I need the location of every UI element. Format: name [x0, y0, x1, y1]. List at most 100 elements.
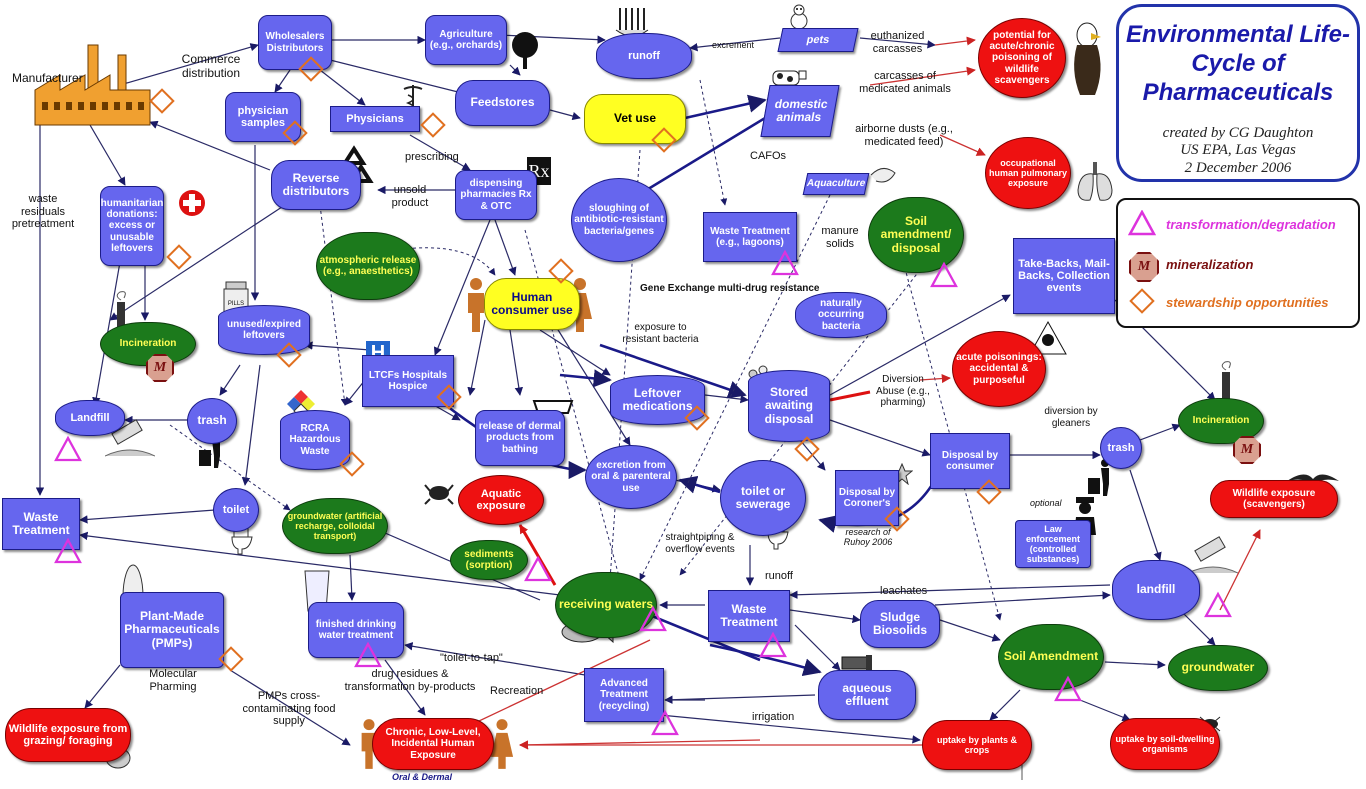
- node-plant-made: Plant-Made Pharmaceuticals (PMPs): [120, 592, 224, 668]
- tree-icon: [512, 32, 538, 69]
- label-prescribing: prescribing: [405, 151, 459, 163]
- label-pmps-cross: PMPs cross-contaminating food supply: [242, 690, 336, 728]
- smokestack-icon: [116, 291, 126, 330]
- node-wildlife-grazing: Wildlife exposure from grazing/ foraging: [5, 708, 131, 762]
- node-runoff-cloud: runoff: [596, 33, 692, 79]
- node-uptake-plants: uptake by plants & crops: [922, 720, 1032, 770]
- node-take-backs: Take-Backs, Mail-Backs, Collection event…: [1013, 238, 1115, 314]
- node-occupational: occupational human pulmonary exposure: [985, 137, 1071, 209]
- skull-icon: [1029, 320, 1067, 355]
- label-excrement: excrement: [712, 40, 755, 50]
- node-landfill-left: Landfill: [55, 400, 125, 436]
- node-release-dermal: release of dermal products from bathing: [475, 410, 565, 466]
- node-dispensing: dispensing pharmacies Rx & OTC: [455, 170, 537, 220]
- label-molecular-pharming: Molecular Pharming: [149, 668, 197, 693]
- node-groundwater-right: groundwater: [1168, 645, 1268, 691]
- node-wildlife-scavengers: Wildlife exposure (scavengers): [1210, 480, 1338, 518]
- node-acute-poisonings: acute poisonings: accidental & purposefu…: [952, 331, 1046, 407]
- label-leachates: leachates: [880, 585, 928, 597]
- label-irrigation: irrigation: [752, 711, 795, 723]
- node-feedstores: Feedstores: [455, 80, 550, 126]
- pipe-icon: [841, 655, 872, 671]
- node-physician-samples: physician samples: [225, 92, 301, 142]
- node-excretion: excretion from oral & parenteral use: [585, 445, 677, 509]
- label-optional: optional: [1030, 498, 1062, 508]
- credit-block: created by CG Daughton US EPA, Las Vegas…: [1119, 125, 1357, 177]
- legend-panel: transformation/degradation M mineralizat…: [1116, 198, 1360, 328]
- dump-pipe-icon: [105, 419, 155, 457]
- legend-mineralization: mineralization: [1166, 257, 1254, 272]
- label-euthanized: euthanized carcasses: [870, 30, 925, 55]
- node-aquatic-exposure: Aquatic exposure: [458, 475, 544, 525]
- node-law-enforcement: Law enforcement (controlled substances): [1015, 520, 1091, 568]
- label-manure: manure solids: [821, 225, 859, 250]
- node-naturally-bacteria: naturally occurring bacteria: [795, 292, 887, 338]
- node-unused-expired: unused/expired leftovers: [218, 305, 310, 355]
- label-manufacturer: Manufacturer: [12, 71, 83, 85]
- eagle-icon: [1074, 22, 1101, 95]
- node-agriculture: Agriculture (e.g., orchards): [425, 15, 507, 65]
- node-soil-amendment-disposal: Soil amendment/ disposal: [868, 197, 964, 273]
- node-reverse-distributors: Reverse distributors: [271, 160, 361, 210]
- node-sloughing: sloughing of antibiotic-resistant bacter…: [571, 178, 667, 262]
- mineralization-marker: M: [146, 354, 174, 382]
- node-sludge: Sludge Biosolids: [860, 600, 940, 648]
- node-advanced-treatment: Advanced Treatment (recycling): [584, 668, 664, 722]
- node-physicians: Physicians: [330, 106, 420, 132]
- node-finished-water: finished drinking water treatment: [308, 602, 404, 658]
- node-chronic-exposure: Chronic, Low-Level, Incidental Human Exp…: [372, 718, 494, 770]
- node-stored-awaiting: Stored awaiting disposal: [748, 370, 830, 442]
- node-trash-left: trash: [187, 398, 237, 444]
- smokestack-right-icon: [1221, 361, 1231, 402]
- legend-transformation: transformation/degradation: [1166, 217, 1336, 232]
- label-gene-exchange: Gene Exchange multi-drug resistance: [640, 283, 820, 294]
- label-airborne: airborne dusts (e.g., medicated feed): [855, 123, 953, 148]
- legend-triangle-icon: [1128, 210, 1156, 236]
- node-groundwater-left: groundwater (artificial recharge, colloi…: [282, 498, 388, 554]
- label-oral-dermal: Oral & Dermal: [392, 772, 453, 782]
- legend-mineral-icon: M: [1129, 252, 1159, 282]
- node-disposal-consumer: Disposal by consumer: [930, 433, 1010, 489]
- bird-icon: [1287, 474, 1339, 485]
- node-waste-treatment-lagoons: Waste Treatment (e.g., lagoons): [703, 212, 797, 262]
- label-recreation: Recreation: [490, 685, 544, 697]
- label-diversion-gleaners: diversion by gleaners: [1044, 406, 1098, 429]
- node-leftover-meds: Leftover medications: [610, 375, 705, 425]
- node-landfill-right: landfill: [1112, 560, 1200, 620]
- node-atmospheric: atmospheric release (e.g., anaesthetics): [316, 232, 420, 300]
- credit-line1: created by CG Daughton: [1162, 125, 1314, 141]
- node-aqueous-effluent: aqueous effluent: [818, 670, 916, 720]
- person-man-icon: [468, 278, 484, 332]
- node-humanitarian: humanitarian donations: excess or unusab…: [100, 186, 164, 266]
- lungs-icon: [1077, 162, 1113, 201]
- credit-line2: US EPA, Las Vegas: [1180, 142, 1296, 159]
- pills-label: PILLS: [228, 301, 244, 307]
- node-disposal-coroner: Disposal by Coroner's: [835, 470, 899, 526]
- label-exposure-resistant: exposure to resistant bacteria: [622, 322, 699, 345]
- label-carcasses: carcasses of medicated animals: [859, 70, 951, 95]
- node-rcra: RCRA Hazardous Waste: [280, 410, 350, 470]
- node-trash-right: trash: [1100, 427, 1142, 469]
- credit-line3: 2 December 2006: [1184, 159, 1292, 176]
- node-wholesalers: Wholesalers Distributors: [258, 15, 332, 70]
- factory-icon: [34, 44, 151, 126]
- label-waste-residuals: waste residuals pretreatment: [11, 193, 75, 231]
- label-cafos: CAFOs: [750, 150, 787, 162]
- legend-stewardship: stewardship opportunities: [1166, 295, 1329, 310]
- label-research: research of Ruhoy 2006: [843, 527, 893, 548]
- node-toilet-sewerage: toilet or sewerage: [720, 460, 806, 536]
- node-potential-poisoning: potential for acute/chronic poisoning of…: [978, 18, 1066, 98]
- mineralization-marker: M: [1233, 436, 1261, 464]
- node-waste-treatment-left: Waste Treatment: [2, 498, 80, 550]
- node-soil-amendment: Soil Amendment: [998, 624, 1104, 690]
- label-toilet-to-tap: "toilet-to-tap": [440, 652, 503, 664]
- red-cross-icon: [179, 190, 205, 216]
- node-toilet-left: toilet: [213, 488, 259, 532]
- title-panel: Environmental Life-Cycle of Pharmaceutic…: [1116, 4, 1360, 182]
- label-runoff: runoff: [765, 570, 793, 582]
- node-receiving-waters: receiving waters: [555, 572, 657, 638]
- label-drug-residues: drug residues & transformation by-produc…: [344, 668, 476, 693]
- node-incineration-left: Incineration: [100, 322, 196, 366]
- node-uptake-soil: uptake by soil-dwelling organisms: [1110, 718, 1220, 770]
